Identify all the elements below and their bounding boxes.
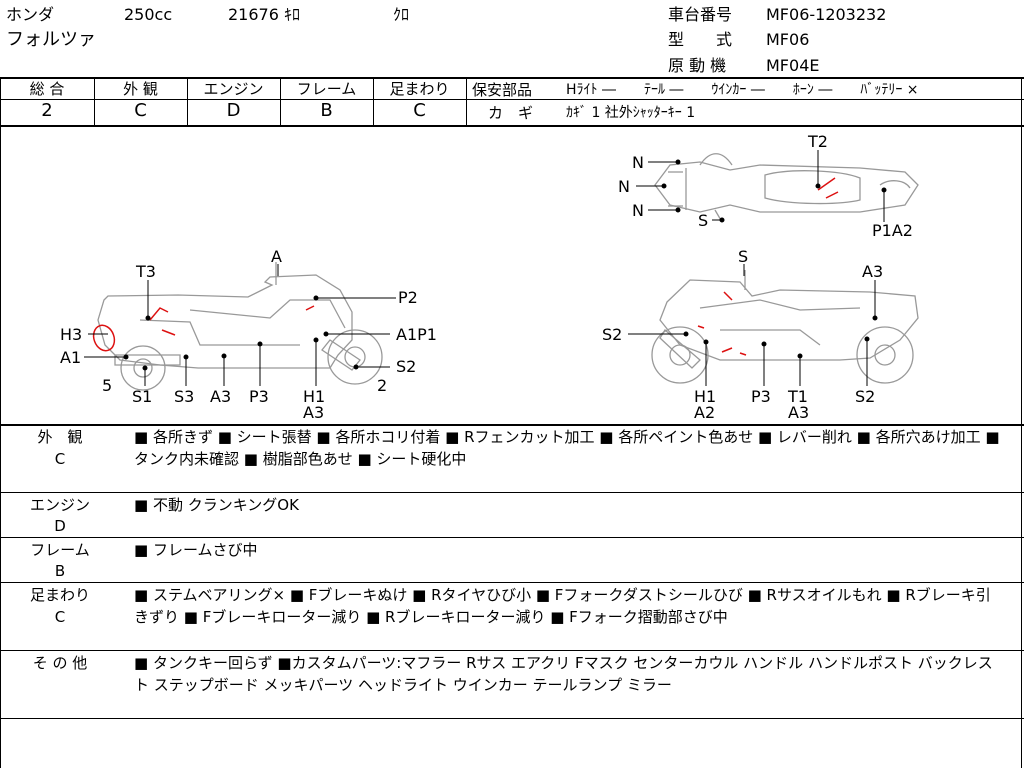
label-A1P1: A1P1: [396, 325, 437, 344]
label-N: N: [618, 177, 630, 196]
label-A3-sub: A3: [788, 403, 809, 422]
grade-label-exterior: 外 観: [123, 80, 158, 98]
grade-value-suspension: C: [413, 100, 426, 121]
label-T3: T3: [135, 262, 156, 281]
divider: [94, 77, 95, 125]
label-T2: T2: [807, 132, 828, 151]
section-grade: D: [54, 517, 66, 535]
divider: [0, 537, 1024, 538]
section-grade: C: [54, 450, 66, 468]
type-value: MF06: [766, 30, 810, 49]
divider: [373, 77, 374, 125]
divider: [0, 77, 1024, 79]
label-5: 5: [102, 376, 112, 395]
grade-label-suspension: 足まわり: [389, 80, 450, 98]
divider: [280, 77, 281, 125]
label-S: S: [738, 247, 748, 266]
section-text: ■ 不動 クランキングOK: [134, 496, 299, 514]
frame-no: MF06-1203232: [766, 5, 887, 24]
divider: [0, 125, 1024, 127]
label-A3-sub: A3: [303, 403, 324, 422]
label-T1: T1: [787, 387, 808, 406]
label-S2-sub: S2: [855, 387, 875, 406]
section-label: そ の 他: [32, 654, 88, 672]
safety-items: Hﾗｲﾄ ― ﾃｰﾙ ― ｳｲﾝｶｰ ― ﾎｰﾝ ― ﾊﾞｯﾃﾘｰ ×: [566, 82, 919, 98]
divider: [0, 77, 1, 768]
damage-diagram: A T3 P2 H3 A1P1 A1 S2 5 2 S1 S3 A3 P3 H1…: [60, 132, 919, 422]
section-label: エンジン: [29, 496, 90, 514]
label-A1: A1: [60, 348, 81, 367]
divider: [0, 424, 1024, 426]
label-N: N: [632, 201, 644, 220]
label-N: N: [632, 153, 644, 172]
grade-value-engine: D: [226, 100, 241, 121]
color: ｸﾛ: [393, 5, 410, 24]
label-A3: A3: [210, 387, 231, 406]
scooter-right-view: [651, 270, 919, 384]
label-S2: S2: [602, 325, 622, 344]
label-H3: H3: [60, 325, 82, 344]
label-A2: A2: [694, 403, 715, 422]
divider: [187, 77, 188, 125]
section-text: ■ フレームさび中: [134, 541, 258, 559]
grade-label-engine: エンジン: [203, 80, 264, 98]
type-label: 型 式: [668, 30, 733, 49]
grade-value-exterior: C: [134, 100, 147, 121]
section-text: ■ タンクキー回らず ■カスタムパーツ:マフラー Rサス エアクリ Fマスク セ…: [134, 654, 993, 694]
divider: [0, 718, 1024, 719]
label-A: A: [271, 247, 282, 266]
divider: [0, 582, 1024, 583]
key-label: カ ギ: [488, 104, 534, 122]
grade-label-frame: フレーム: [296, 80, 357, 98]
section-label: 足まわり: [29, 586, 90, 604]
label-S2: S2: [396, 357, 416, 376]
label-A3: A3: [862, 262, 883, 281]
label-2: 2: [377, 376, 387, 395]
divider: [0, 650, 1024, 651]
label-H1: H1: [303, 387, 325, 406]
damage-marks: [92, 177, 839, 356]
grade-value-frame: B: [320, 100, 333, 121]
key-value: ｶｷﾞ 1 社外ｼｬｯﾀｰｷｰ 1: [566, 105, 696, 121]
label-P2: P2: [398, 288, 418, 307]
section-text: ■ ステムベアリング× ■ Fブレーキぬけ ■ Rタイヤひび小 ■ Fフォークダ…: [134, 586, 991, 626]
section-label: フレーム: [30, 541, 90, 559]
label-S: S: [698, 211, 708, 230]
section-grade: C: [54, 608, 66, 626]
grade-label-overall: 総 合: [29, 80, 65, 98]
section-grade: B: [54, 562, 66, 580]
label-P3: P3: [751, 387, 771, 406]
divider: [0, 492, 1024, 493]
model-name: フォルツァ: [6, 29, 96, 50]
divider: [0, 99, 1024, 100]
scooter-top-view: [654, 153, 919, 223]
leader-lines: [84, 150, 887, 386]
label-S1: S1: [132, 387, 152, 406]
engine-label: 原 動 機: [668, 56, 727, 75]
label-S3: S3: [174, 387, 194, 406]
mileage: 21676 ｷﾛ: [228, 5, 300, 24]
displacement: 250cc: [124, 5, 173, 24]
label-P3: P3: [249, 387, 269, 406]
section-label: 外 観: [37, 428, 83, 446]
maker: ホンダ: [6, 5, 55, 24]
frame-no-label: 車台番号: [668, 5, 733, 24]
section-text: ■ 各所きず ■ シート張替 ■ 各所ホコリ付着 ■ Rフェンカット加工 ■ 各…: [134, 428, 1000, 468]
divider: [466, 77, 467, 125]
label-P1A2: P1A2: [872, 221, 913, 240]
diagram-labels: A T3 P2 H3 A1P1 A1 S2 5 2 S1 S3 A3 P3 H1…: [60, 132, 913, 422]
scooter-left-view: [97, 262, 383, 391]
safety-label: 保安部品: [472, 81, 533, 99]
grade-value-overall: 2: [41, 100, 53, 121]
label-H1: H1: [694, 387, 716, 406]
divider: [1021, 77, 1022, 768]
engine-value: MF04E: [766, 56, 820, 75]
